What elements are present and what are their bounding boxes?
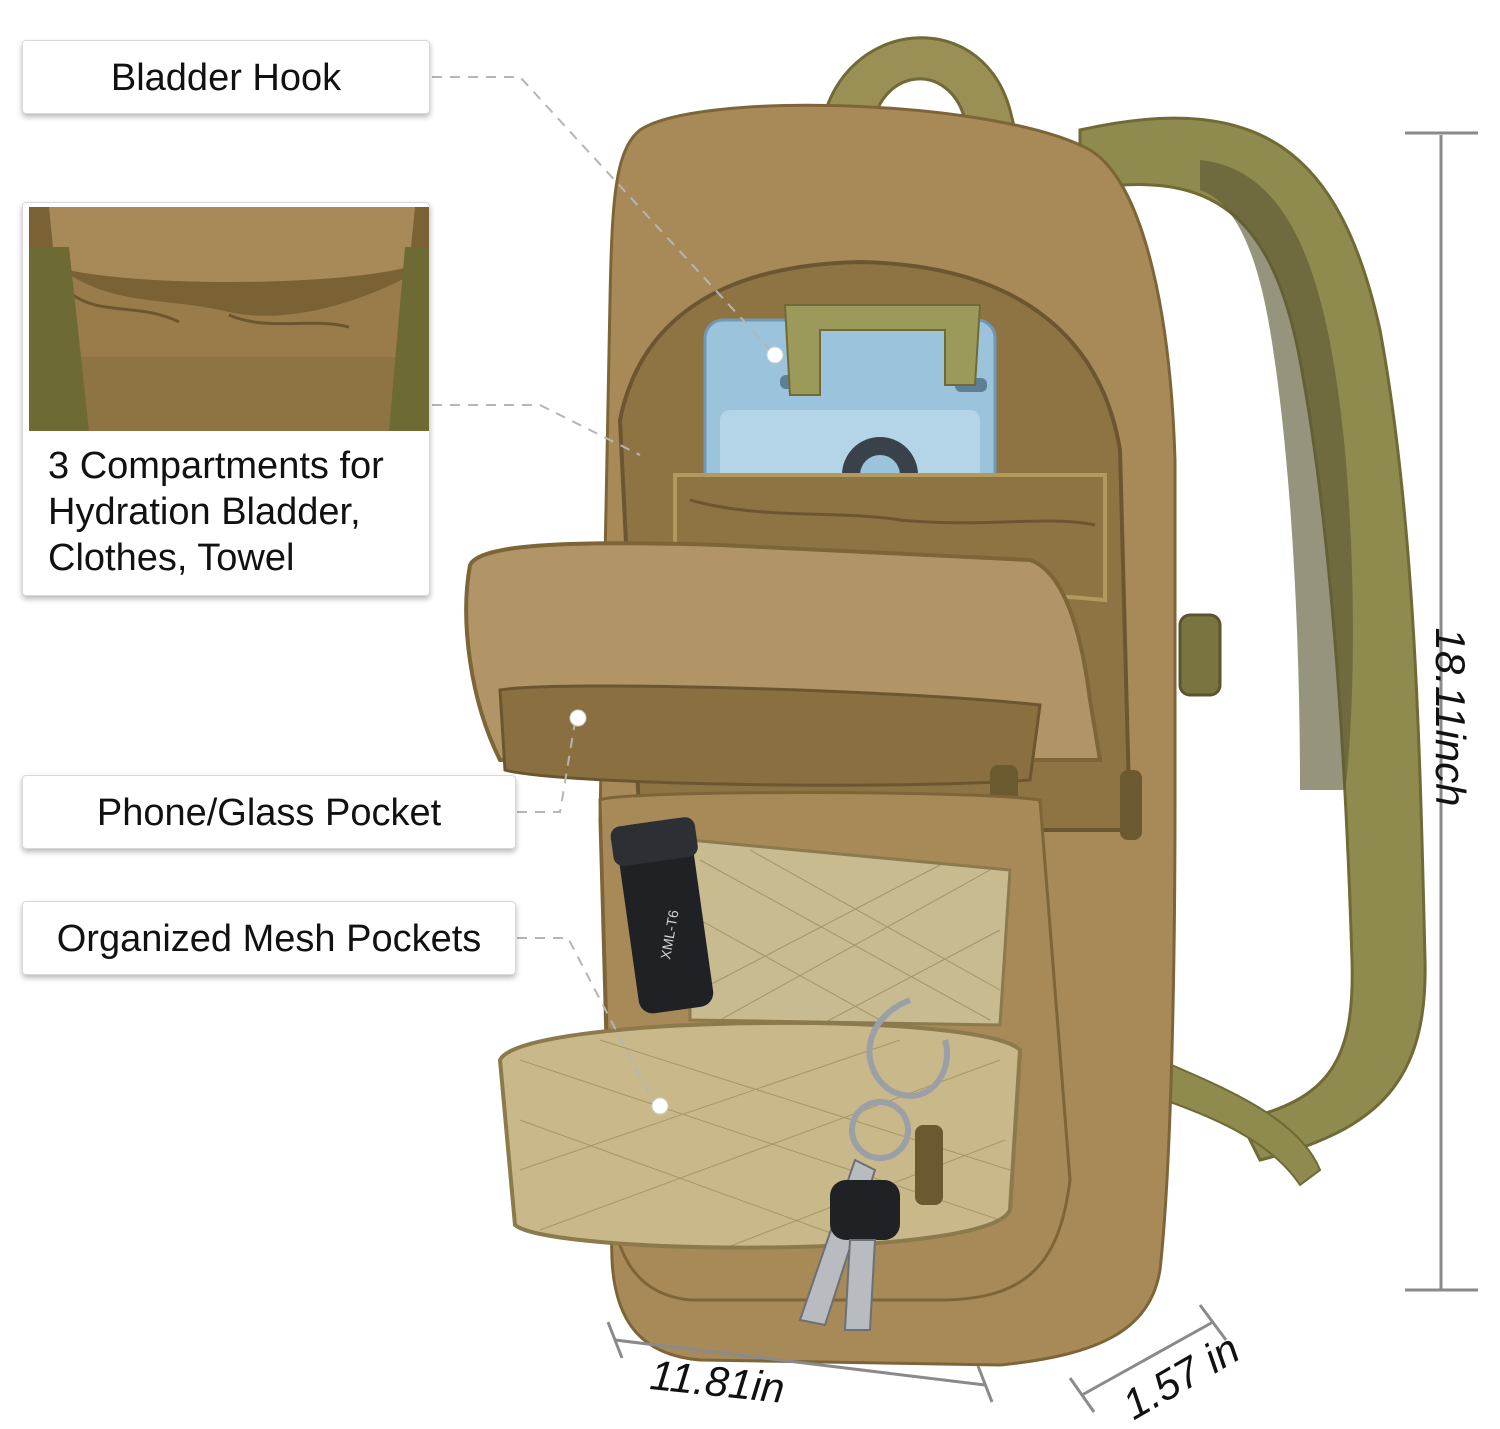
- leader-dots: [569, 346, 784, 1115]
- compartments-line-1: 3 Compartments for: [48, 445, 384, 487]
- bladder-hook-label: Bladder Hook: [110, 57, 342, 99]
- side-zipper: [1120, 770, 1142, 840]
- keys: [798, 1158, 900, 1331]
- hydration-bladder: [703, 318, 997, 513]
- leader-lines: [432, 76, 776, 1106]
- compartments-callout: 3 Compartments for Hydration Bladder, Cl…: [22, 202, 430, 596]
- flashlight: [610, 817, 714, 1014]
- height-dimension-label: 18.11inch: [1427, 627, 1474, 807]
- sternum-buckle: [1178, 613, 1222, 697]
- mesh-pockets-label: Organized Mesh Pockets: [56, 918, 482, 960]
- bladder-hook-strap: [783, 304, 982, 396]
- mesh-pattern: [699, 849, 1001, 1026]
- height-dimension-line: [1405, 131, 1478, 1292]
- mesh-pockets-callout: Organized Mesh Pockets: [22, 901, 516, 975]
- lower-strap: [1148, 1058, 1322, 1187]
- compartment-inset-image: [29, 207, 429, 431]
- compartments-line-3: Clothes, Towel: [48, 537, 295, 579]
- bladder-hook-callout: Bladder Hook: [22, 40, 430, 114]
- phone-pocket-label: Phone/Glass Pocket: [96, 792, 442, 834]
- front-mesh-zipper: [915, 1125, 943, 1205]
- compartments-line-2: Hydration Bladder,: [48, 491, 361, 533]
- organized-mesh-pockets: [688, 838, 1012, 1027]
- depth-dimension-line: [1068, 1304, 1228, 1413]
- phone-pocket-callout: Phone/Glass Pocket: [22, 775, 516, 849]
- phone-glass-pocket: [498, 684, 1042, 787]
- key-ring: [849, 997, 950, 1161]
- strap-padding: [1200, 160, 1353, 790]
- compartments-label: 3 Compartments for Hydration Bladder, Cl…: [48, 443, 384, 581]
- width-dimension-line: [606, 1321, 994, 1403]
